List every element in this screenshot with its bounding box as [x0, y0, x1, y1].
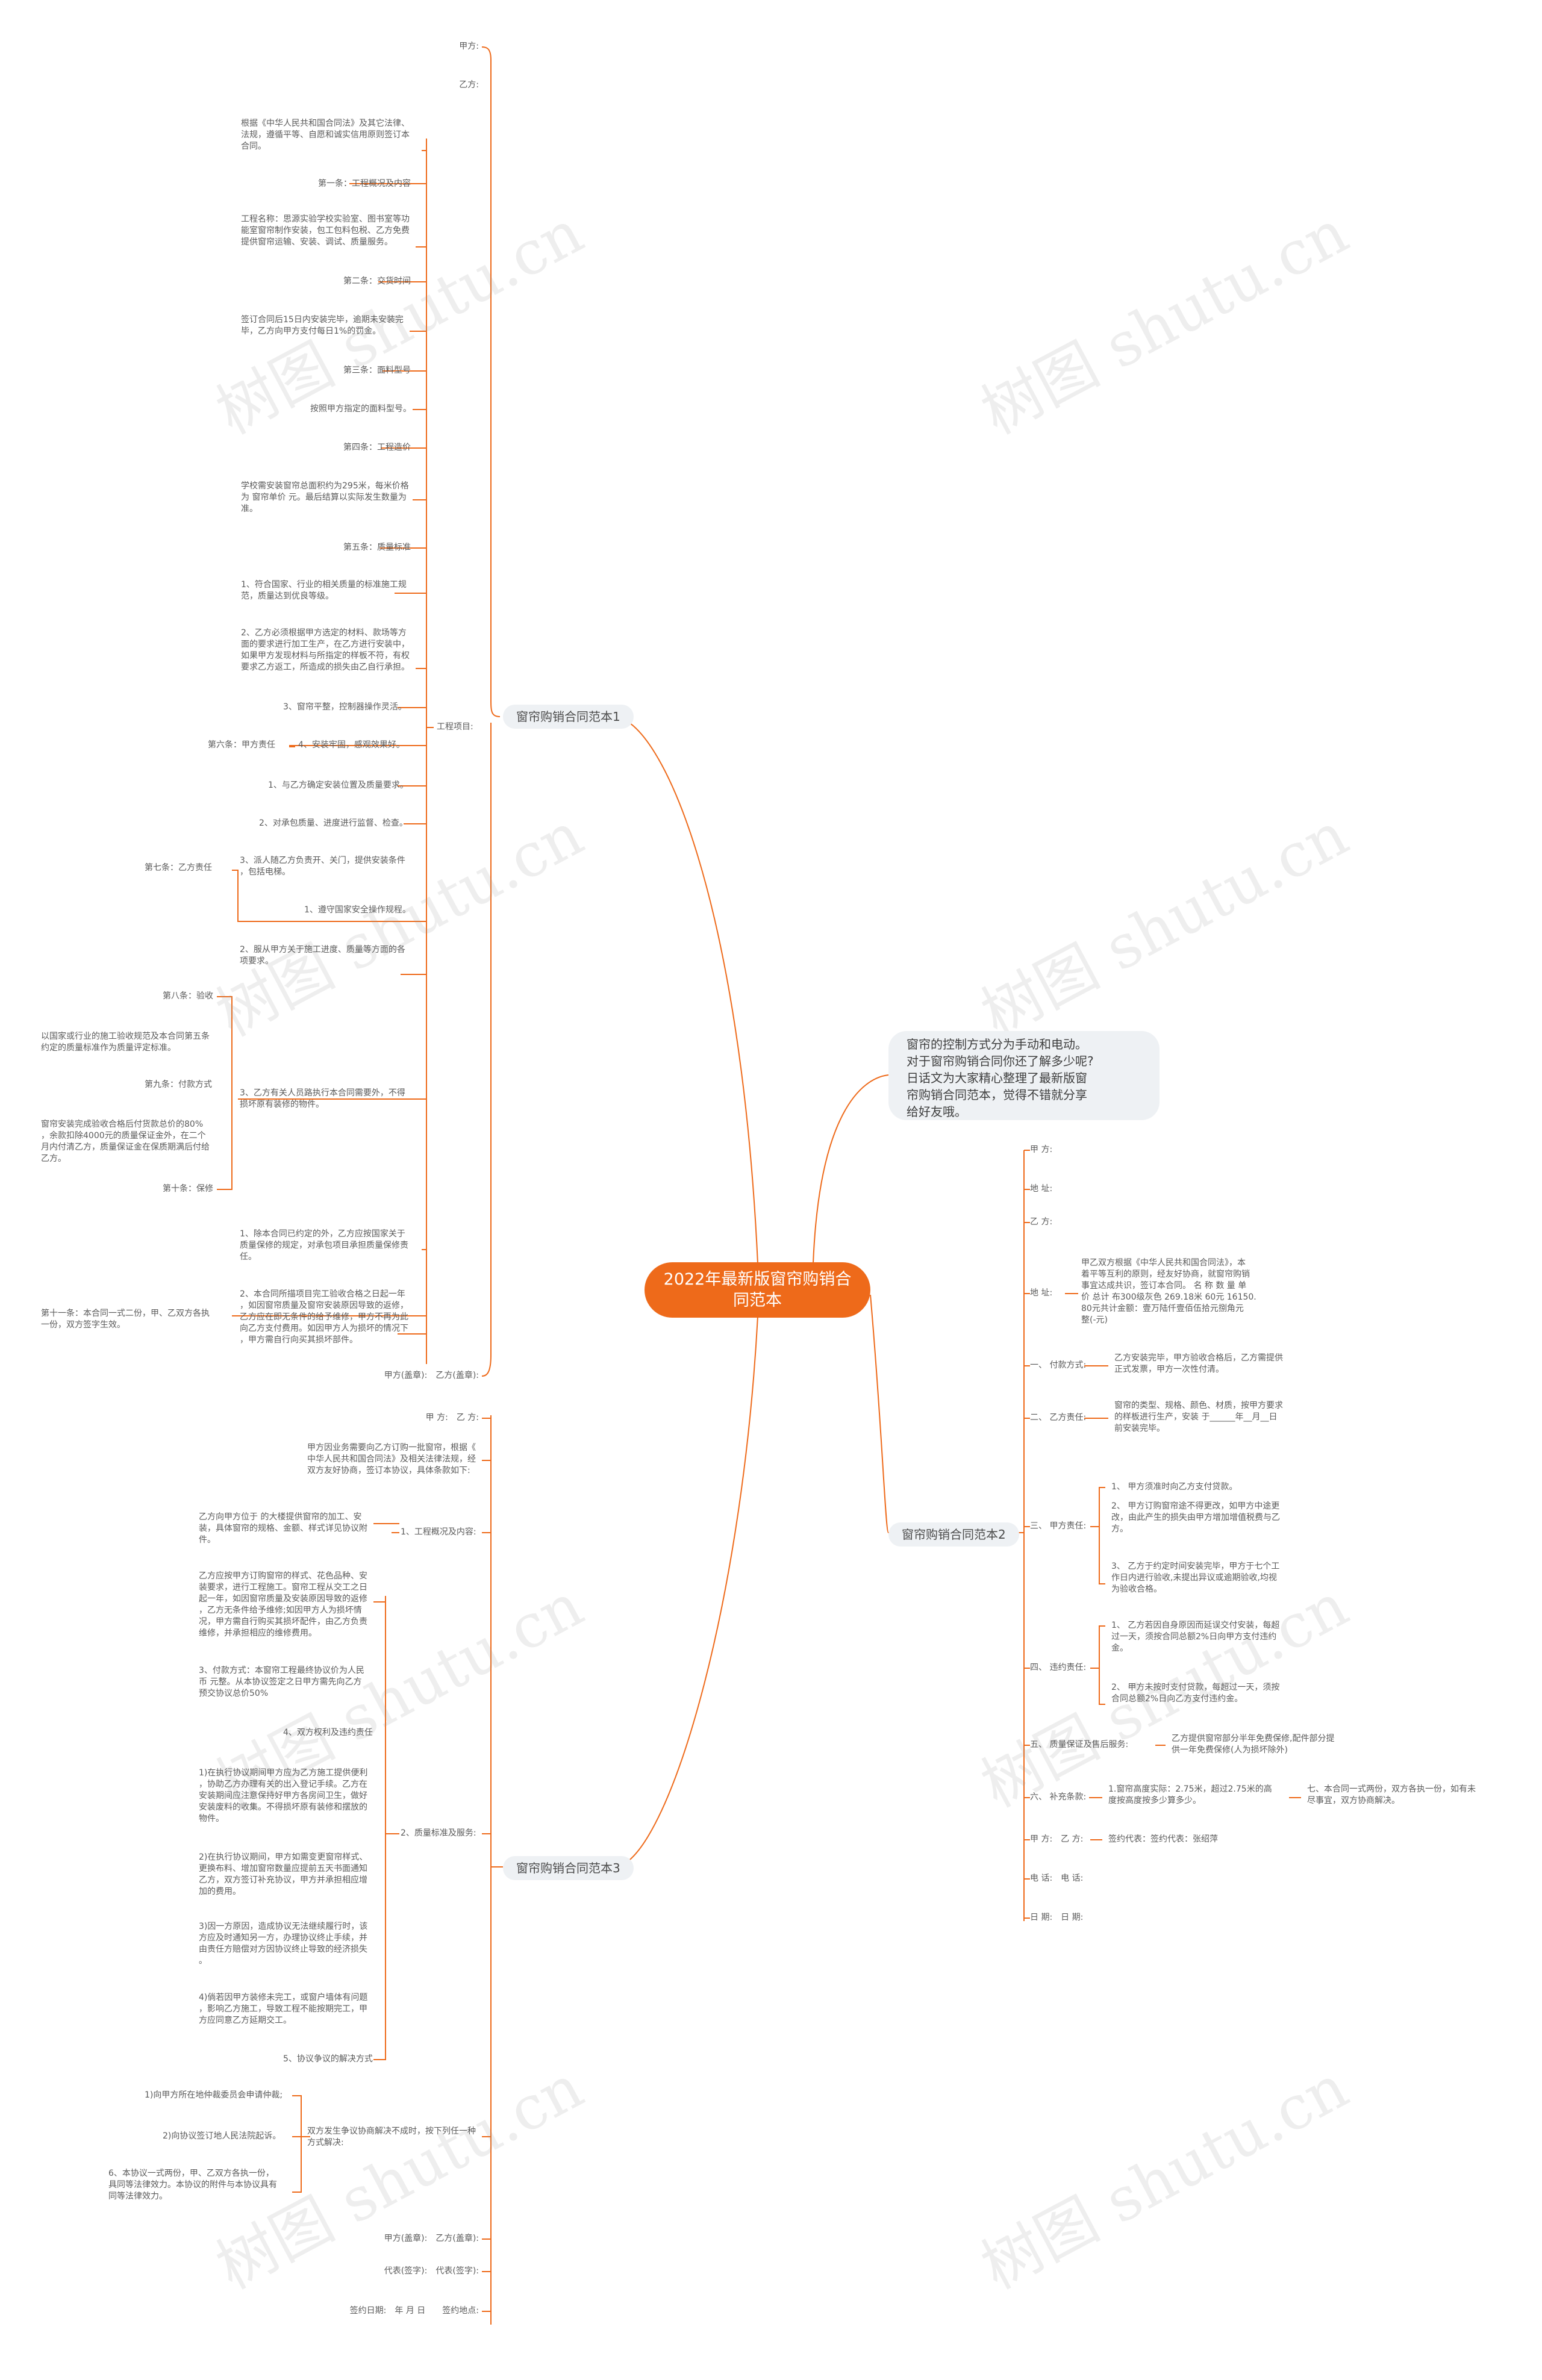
b2-party-a-duty-2: 2、 甲方订购窗帘途不得更改，如甲方中途更 改，由此产生的损失由甲方增加增值税费… — [1111, 1501, 1280, 1534]
b2-payment-text: 乙方安装完毕，甲方验收合格后，乙方需提供 正式发票，甲方一次性付清。 — [1114, 1353, 1283, 1374]
b2-quality-label: 五、 质量保证及售后服务: — [1030, 1740, 1129, 1749]
b1-project-label: 工程项目: — [437, 722, 473, 732]
b2-address-b: 地 址: — [1030, 1288, 1053, 1298]
b1-clause-1-title: 第一条：工程概况及内容 — [318, 179, 411, 188]
b1-clause-3-text: 按照甲方指定的面料型号。 — [310, 404, 411, 414]
b2-party-a-duty-1: 1、 甲方须准时向乙方支付贷款。 — [1111, 1482, 1238, 1492]
b3-dispute-item-1: 1)向甲方所在地仲裁委员会申请仲裁; — [145, 2090, 283, 2100]
b2-supplement-text: 1.窗帘高度实际：2.75米，超过2.75米的高 度按高度按多少算多少。 — [1108, 1784, 1272, 1805]
b1-clause-9-text: 窗帘安装完成验收合格后付货款总价的80% ，余款扣除4000元的质量保证金外，在… — [41, 1120, 210, 1164]
b2-sign-parties: 甲 方: 乙 方: — [1030, 1834, 1084, 1844]
b1-clause-5-item-2: 2、乙方必须根据甲方选定的材料、款场等方 面的要求进行加工生产，在乙方进行安装中… — [241, 628, 410, 672]
b1-clause-2-text: 签订合同后15日内安装完毕，逾期未安装完 毕，乙方向甲方支付每日1%的罚金。 — [241, 315, 404, 336]
b1-party-b: 乙方: — [459, 80, 479, 90]
b1-clause-8-text: 以国家或行业的施工验收规范及本合同第五条 约定的质量标准作为质量评定标准。 — [41, 1032, 210, 1053]
b3-intro: 甲方因业务需要向乙方订购一批窗帘，根据《 中华人民共和国合同法》及相关法律法规，… — [307, 1443, 476, 1475]
b2-party-a-duty-label: 三、 甲方责任: — [1030, 1521, 1087, 1531]
b1-clause-7-item-3: 3、乙方有关人员路执行本合同需要外，不得 损坏原有装修的物件。 — [240, 1088, 405, 1109]
b2-breach-1: 1、 乙方若因自身原因而延误交付安装，每超 过一天，须按合同总额2%日向甲方支付… — [1111, 1621, 1280, 1653]
b1-clause-6-title: 第六条：甲方责任 — [208, 740, 275, 750]
b1-clause-6-item-2: 2、对承包质量、进度进行监督、检查。 — [259, 818, 408, 828]
b1-clause-6-item-1: 1、与乙方确定安装位置及质量要求。 — [268, 780, 408, 790]
b2-party-a: 甲 方: — [1030, 1145, 1053, 1154]
branch-1-node[interactable]: 窗帘购销合同范本1 — [503, 705, 634, 729]
b3-dispute-text: 双方发生争议协商解决不成时，按下列任一种 方式解决: — [307, 2126, 476, 2148]
b1-clause-4-title: 第四条：工程造价 — [343, 443, 411, 452]
b3-quality-item-8: 5、协议争议的解决方式 — [283, 2054, 373, 2064]
b3-quality-item-1: 乙方应按甲方订购窗帘的样式、花色品种、安 装要求，进行工程施工。窗帘工程从交工之… — [199, 1571, 367, 1638]
b1-clause-10-title: 第十条：保修 — [163, 1184, 213, 1194]
b2-phone: 电 话: 电 话: — [1030, 1874, 1084, 1883]
b2-party-a-duty-3: 3、 乙方于约定时间安装完毕，甲方于七个工 作日内进行验收,未提出异议或逾期验收… — [1111, 1562, 1280, 1594]
b1-clause-1-text: 工程名称：思源实验学校实验室、图书室等功 能室窗帘制作安装，包工包料包税、乙方免… — [241, 214, 410, 247]
b2-breach-2: 2、 甲方未按时支付贷款，每超过一天，须按 合同总额2%日向乙方支付违约金。 — [1111, 1683, 1280, 1704]
b3-quality-item-7: 4)倘若因甲方装修未完工，或窗户墙体有问题 ，影响乙方施工，导致工程不能按期完工… — [199, 1993, 368, 2025]
b2-payment-label: 一、 付款方式: — [1030, 1360, 1087, 1370]
b3-scope-text: 乙方向甲方位于 的大楼提供窗帘的加工、安 装，具体窗帘的规格、金额、样式详见协议… — [199, 1512, 367, 1545]
b1-party-a: 甲方: — [459, 42, 479, 51]
root-topic[interactable]: 2022年最新版窗帘购销合 同范本 — [645, 1262, 870, 1318]
b3-dispute-item-2: 2)向协议签订地人民法院起诉。 — [163, 2131, 281, 2141]
b1-clause-8-title: 第八条：验收 — [163, 991, 213, 1001]
b1-clause-7-item-1: 1、遵守国家安全操作规程。 — [304, 905, 411, 915]
b2-sign-representatives: 签约代表：签约代表：张绍萍 — [1108, 1834, 1218, 1844]
b1-clause-6-item-4: 4、安装牢固，感观效果好。 — [298, 740, 405, 750]
intro-summary-node[interactable]: 窗帘的控制方式分为手动和电动。 对于窗帘购销合同你还了解多少呢? 日话文为大家精… — [888, 1031, 1160, 1120]
b1-clause-7-item-2: 2、服从甲方关于施工进度、质量等方面的各 项要求。 — [240, 945, 405, 966]
branch-3-node[interactable]: 窗帘购销合同范本3 — [503, 1856, 634, 1880]
b2-quality-text: 乙方提供窗帘部分半年免费保修,配件部分提 供一年免费保修(人为损坏除外) — [1172, 1734, 1335, 1755]
b1-clause-2-title: 第二条：交货时间 — [343, 276, 411, 286]
b3-quality-item-5: 2)在执行协议期间，甲方如需变更窗帘样式、 更换布料、增加窗帘数量应提前五天书面… — [199, 1852, 368, 1896]
b1-clause-10-item-1: 1、除本合同已约定的外，乙方应按国家关于 质量保修的规定，对承包项目承担质量保修… — [240, 1229, 408, 1262]
b2-address-text: 甲乙双方根据《中华人民共和国合同法》，本 着平等互利的原则，经友好协商，就窗帘购… — [1081, 1258, 1256, 1325]
b3-sign-representative: 代表(签字): 代表(签字): — [384, 2266, 479, 2276]
b3-quality-item-4: 1)在执行协议期间甲方应为乙方施工提供便利 ，协助乙方办理有关的出入登记手续。乙… — [199, 1768, 368, 1824]
b1-clause-3-title: 第三条：面料型号 — [343, 366, 411, 375]
b3-parties: 甲 方: 乙 方: — [425, 1413, 479, 1422]
b1-clause-5-title: 第五条：质量标准 — [343, 543, 411, 552]
b2-supplement-text-2: 七、本合同一式两份，双方各执一份，如有未 尽事宜，双方协商解决。 — [1307, 1784, 1476, 1805]
b1-clause-9-title: 第九条：付款方式 — [145, 1080, 212, 1089]
b3-sign-stamp: 甲方(盖章): 乙方(盖章): — [384, 2234, 479, 2243]
b3-quality-item-2: 3、付款方式：本窗帘工程最终协议价为人民 币 元整。从本协议签定之日甲方需先向乙… — [199, 1666, 364, 1698]
b3-sign-date-place: 签约日期: 年 月 日 签约地点: — [349, 2306, 479, 2316]
b1-clause-6-item-3: 3、派人随乙方负责开、关门，提供安装条件 ，包括电梯。 — [240, 856, 405, 877]
b1-clause-4-text: 学校需安装窗帘总面积约为295米，每米价格 为 窗帘单价 元。最后结算以实际发生… — [241, 481, 409, 514]
b3-quality-label: 2、质量标准及服务: — [401, 1828, 476, 1838]
b2-supplement-label: 六、 补充条款: — [1030, 1792, 1087, 1802]
b3-scope-label: 1、工程概况及内容: — [401, 1527, 476, 1537]
b2-party-b-duty-text: 窗帘的类型、规格、颜色、材质，按甲方要求 的样板进行生产，安装 于______年… — [1114, 1401, 1283, 1433]
b1-clause-5-item-1: 1、符合国家、行业的相关质量的标准施工规 范，质量达到优良等级。 — [241, 580, 407, 601]
branch-2-node[interactable]: 窗帘购销合同范本2 — [888, 1522, 1019, 1547]
b2-date: 日 期: 日 期: — [1030, 1913, 1084, 1922]
b2-party-b-duty-label: 二、 乙方责任: — [1030, 1413, 1087, 1422]
b2-breach-label: 四、 违约责任: — [1030, 1663, 1087, 1672]
b3-quality-item-3: 4、双方权利及违约责任 — [283, 1728, 373, 1737]
b1-clause-5-item-3: 3、窗帘平整，控制器操作灵活。 — [283, 702, 407, 712]
b1-clause-10-item-2: 2、本合同所描项目完工验收合格之日起一年 ，如因窗帘质量及窗帘安装原因导致的返修… — [240, 1289, 408, 1345]
b3-dispute-item-3: 6、本协议一式两份，甲、乙双方各执一份， 具同等法律效力。本协议的附件与本协议具… — [108, 2169, 277, 2201]
b2-address-a: 地 址: — [1030, 1184, 1053, 1194]
b1-preamble: 根据《中华人民共和国合同法》及其它法律、 法规，遵循平等、自愿和诚实信用原则签订… — [241, 119, 410, 151]
b3-quality-item-6: 3)因一方原因，造成协议无法继续履行时，该 方应及时通知另一方，办理协议终止手续… — [199, 1922, 368, 1966]
b1-signature: 甲方(盖章): 乙方(盖章): — [384, 1371, 479, 1380]
b1-clause-7-title: 第七条：乙方责任 — [145, 863, 212, 873]
b1-clause-11: 第十一条：本合同一式二份，甲、乙双方各执 一份，双方签字生效。 — [41, 1309, 210, 1330]
b2-party-b: 乙 方: — [1030, 1217, 1053, 1227]
